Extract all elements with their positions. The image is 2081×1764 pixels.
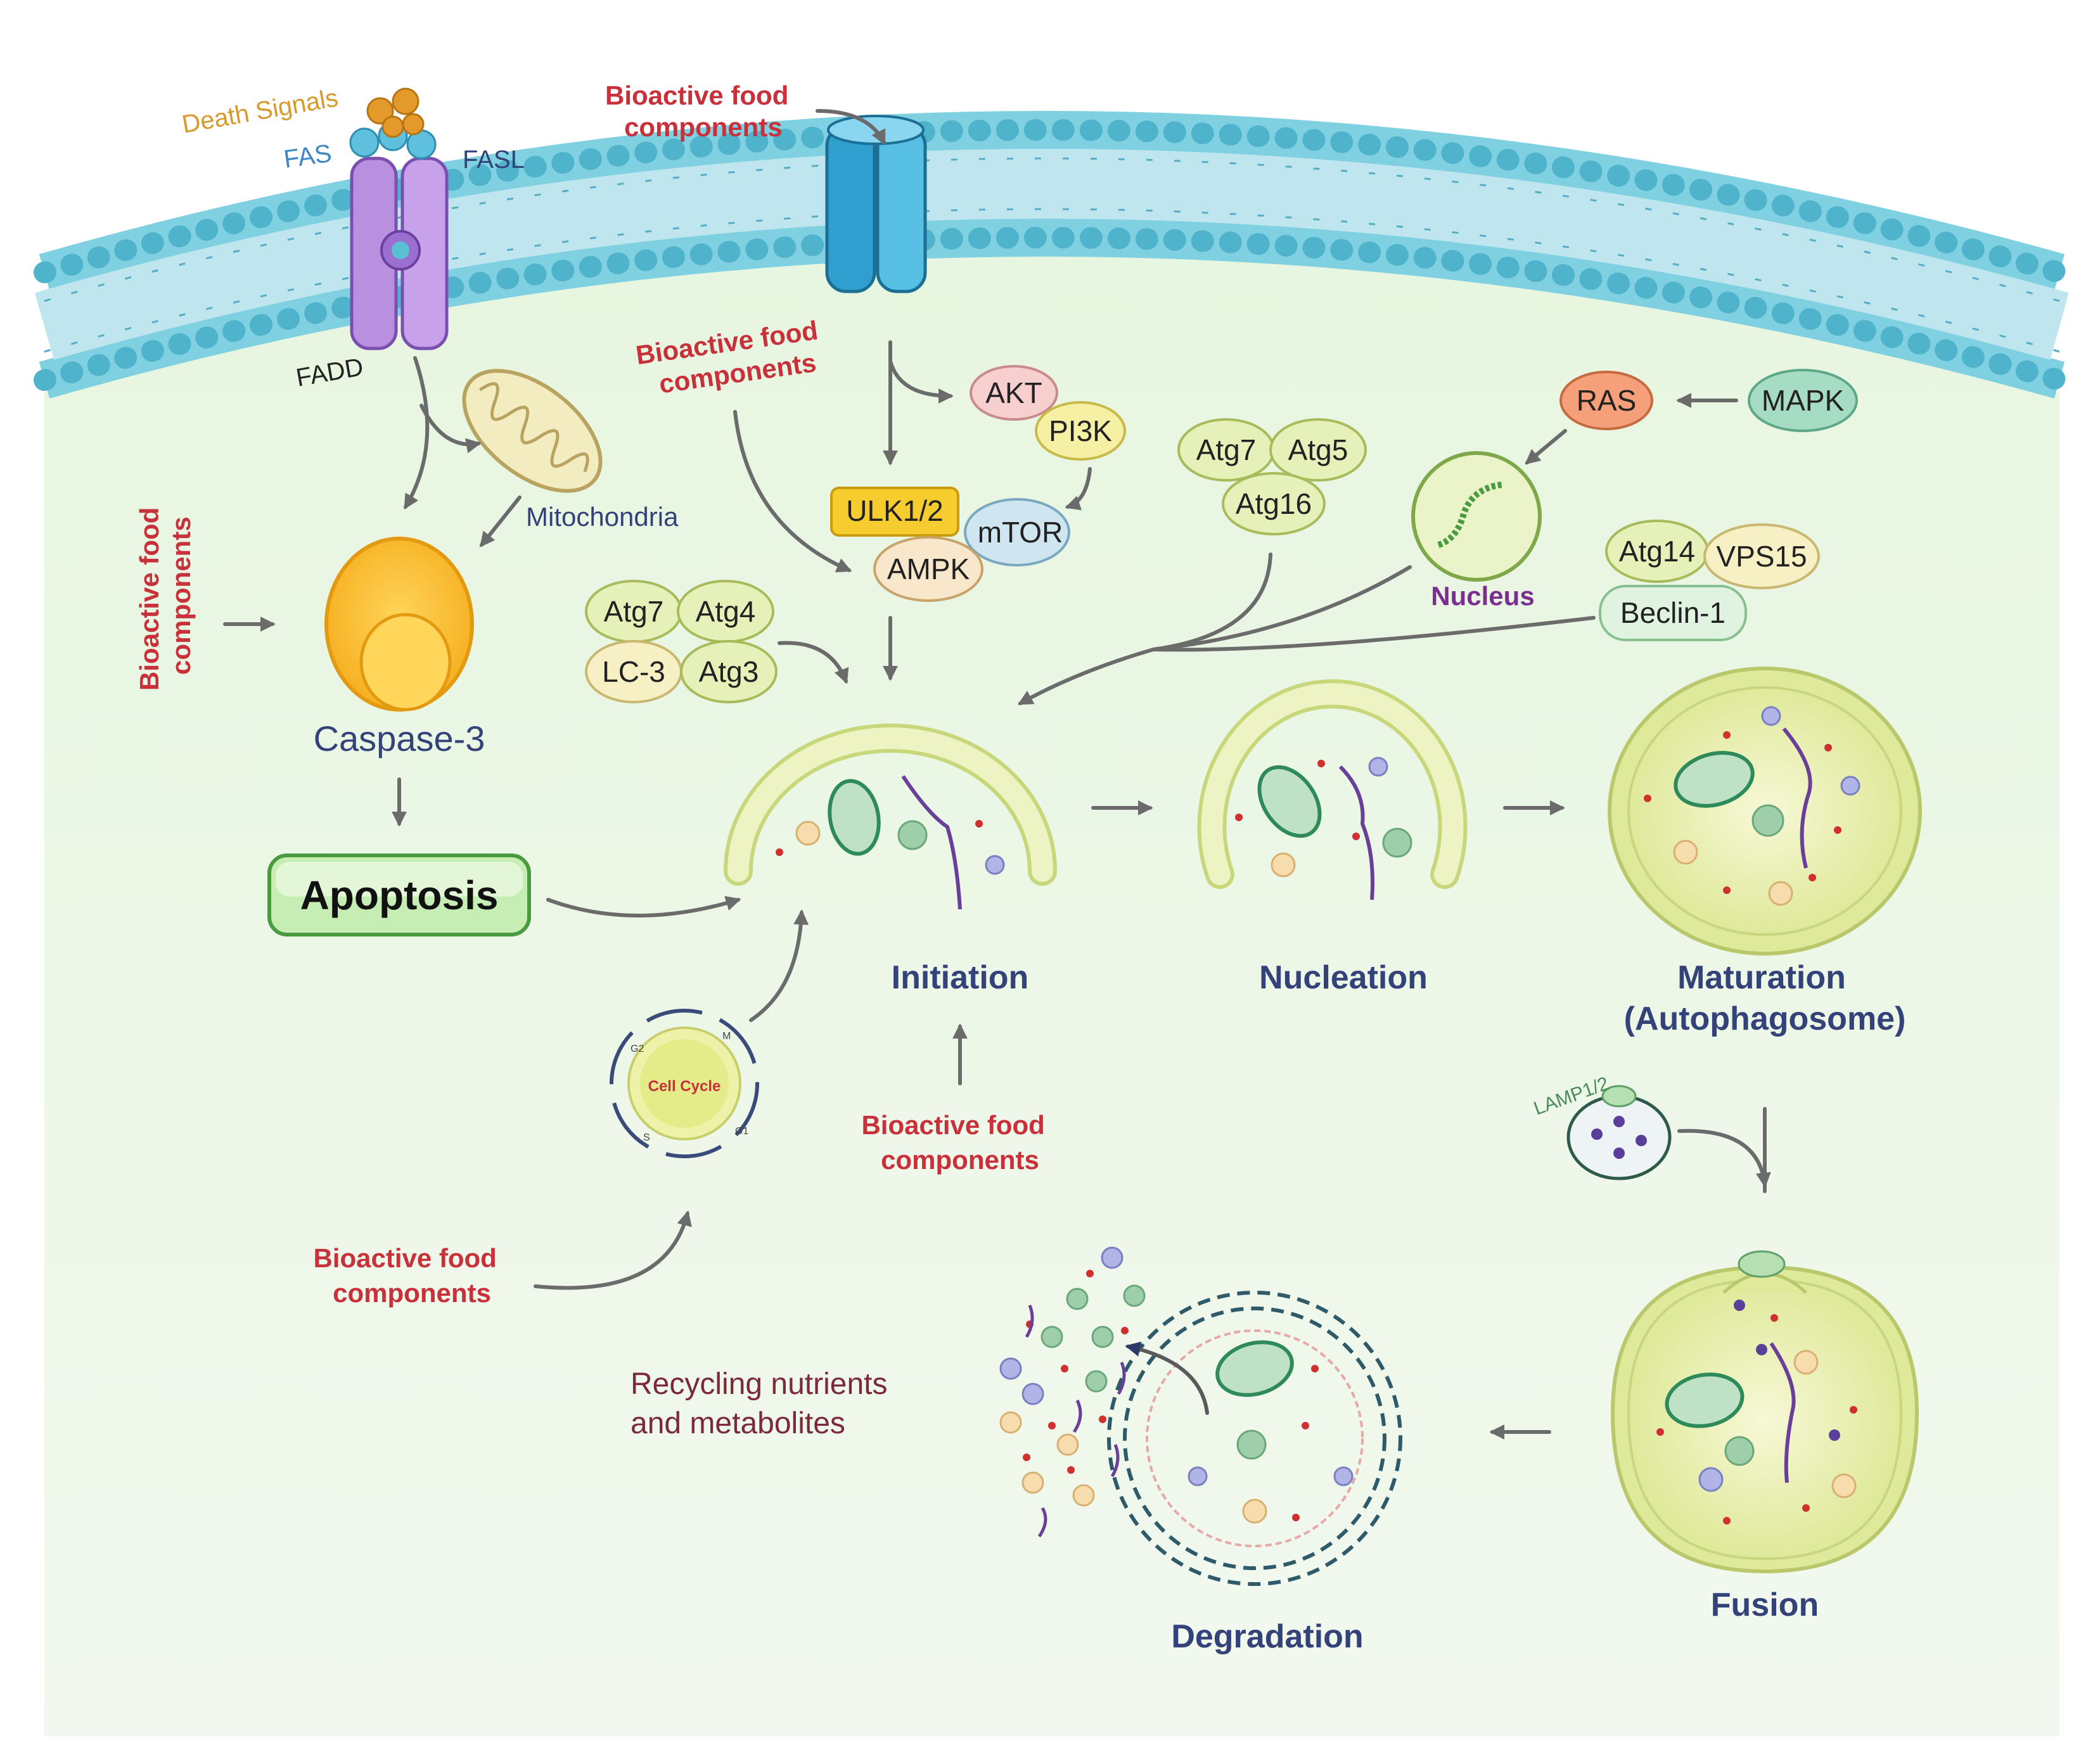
membrane-channel	[825, 115, 927, 293]
atg4-label: Atg4	[696, 595, 756, 628]
cell-cycle	[610, 1009, 759, 1158]
death-signal-ligands	[349, 87, 437, 160]
mapk-node	[1748, 369, 1858, 432]
beclin-label: Beclin-1	[1620, 596, 1726, 629]
degradation-vesicle	[1107, 1291, 1402, 1586]
nucleus-label: Nucleus	[1431, 581, 1534, 611]
recycling-label: Recycling nutrients and metabolites	[631, 1367, 896, 1440]
ras-to-nucleus-arrow	[1525, 429, 1567, 465]
autolysosome	[1610, 1250, 1919, 1574]
degradation-label: Degradation	[1171, 1618, 1363, 1655]
ulk-node	[830, 487, 959, 537]
cell-cycle-label: Cell Cycle	[648, 1078, 721, 1095]
atg-left-to-initiation-arrow	[778, 641, 849, 684]
initiation-phagophore	[724, 724, 1057, 910]
lysosome-to-fusion-arrow	[1677, 1128, 1771, 1188]
bioactive-label-bottom-left: Bioactive food components	[313, 1243, 504, 1308]
caspase-3-label: Caspase-3	[314, 719, 485, 758]
fadd-to-mito-arrow	[419, 404, 482, 454]
apoptosis-label: Apoptosis	[300, 872, 499, 918]
maturation-label: Maturation	[1677, 959, 1846, 996]
atg5-label: Atg5	[1288, 433, 1348, 466]
akt-label: AKT	[985, 376, 1042, 409]
vps15-label: VPS15	[1716, 540, 1807, 573]
atg7-mid-label: Atg7	[1196, 433, 1257, 466]
mtor-label: mTOR	[978, 516, 1063, 549]
mito-to-caspase-arrow	[480, 495, 522, 547]
atg-cluster-mid	[1177, 418, 1367, 535]
mtor-node	[964, 498, 1070, 566]
bioactive-to-cellcycle-arrow	[534, 1210, 692, 1290]
bioactive-label-left: Bioactive food components	[134, 500, 196, 691]
recycled-nutrients	[999, 1246, 1146, 1538]
atg3-label: Atg3	[699, 655, 759, 688]
nucleus	[1411, 451, 1542, 582]
cellcycle-to-initiation-arrow	[749, 909, 809, 1022]
fusion-label: Fusion	[1711, 1587, 1819, 1623]
autophagosome-label: (Autophagosome)	[1624, 1000, 1906, 1037]
degradation-release-arrow	[1125, 1341, 1209, 1415]
mapk-label: MAPK	[1762, 384, 1845, 417]
caspase-3-shape	[324, 537, 474, 712]
bioactive-label-center: Bioactive food components	[861, 1110, 1052, 1175]
fasl-label: FASL	[463, 146, 525, 174]
channel-to-akt-arrow	[888, 359, 954, 404]
lysosome	[1566, 1085, 1672, 1180]
atg7-left-label: Atg7	[604, 595, 664, 628]
bioactive-to-channel-arrow	[816, 109, 886, 146]
pi3k-node	[1035, 401, 1126, 461]
cell-cycle-s: S	[643, 1132, 650, 1143]
atg-cluster-left	[585, 580, 778, 703]
fas-receptor	[350, 157, 449, 350]
cell-cycle-m: M	[722, 1031, 731, 1042]
fadd-to-caspase-arrow	[404, 356, 430, 510]
beclin-to-initiation-arrow	[1017, 616, 1596, 705]
bioactive-label-top: Bioactive food components	[605, 80, 796, 142]
initiation-label: Initiation	[892, 959, 1029, 996]
nucleation-label: Nucleation	[1259, 959, 1428, 996]
ras-node	[1559, 371, 1653, 430]
autophagosome	[1608, 667, 1922, 955]
bioactive-to-ampk-arrow	[733, 410, 852, 573]
ampk-node	[873, 536, 983, 602]
ampk-label: AMPK	[887, 553, 970, 585]
nucleation-phagophore	[1197, 679, 1468, 900]
mitochondria	[462, 369, 603, 493]
atg14-label: Atg14	[1619, 535, 1695, 568]
pi3k-label: PI3K	[1049, 414, 1112, 447]
death-signals-label: Death Signals	[180, 84, 340, 139]
ras-label: RAS	[1577, 384, 1637, 417]
atg16-label: Atg16	[1236, 487, 1312, 520]
pi3k-to-mtor-arrow	[1065, 467, 1092, 511]
apoptosis-to-initiation-arrow	[546, 896, 741, 917]
cell-cycle-g1: G1	[735, 1126, 748, 1137]
akt-node	[970, 365, 1058, 421]
lc3-label: LC-3	[602, 655, 665, 688]
atg-cluster-right	[1599, 520, 1820, 641]
ulk-label: ULK1/2	[846, 494, 943, 527]
cell-cycle-g2: G2	[631, 1044, 644, 1054]
nucleus-to-initiation-arrow	[1151, 565, 1412, 651]
fas-label: FAS	[282, 139, 333, 174]
apoptosis-box	[267, 853, 531, 936]
mitochondria-label: Mitochondria	[526, 502, 679, 532]
